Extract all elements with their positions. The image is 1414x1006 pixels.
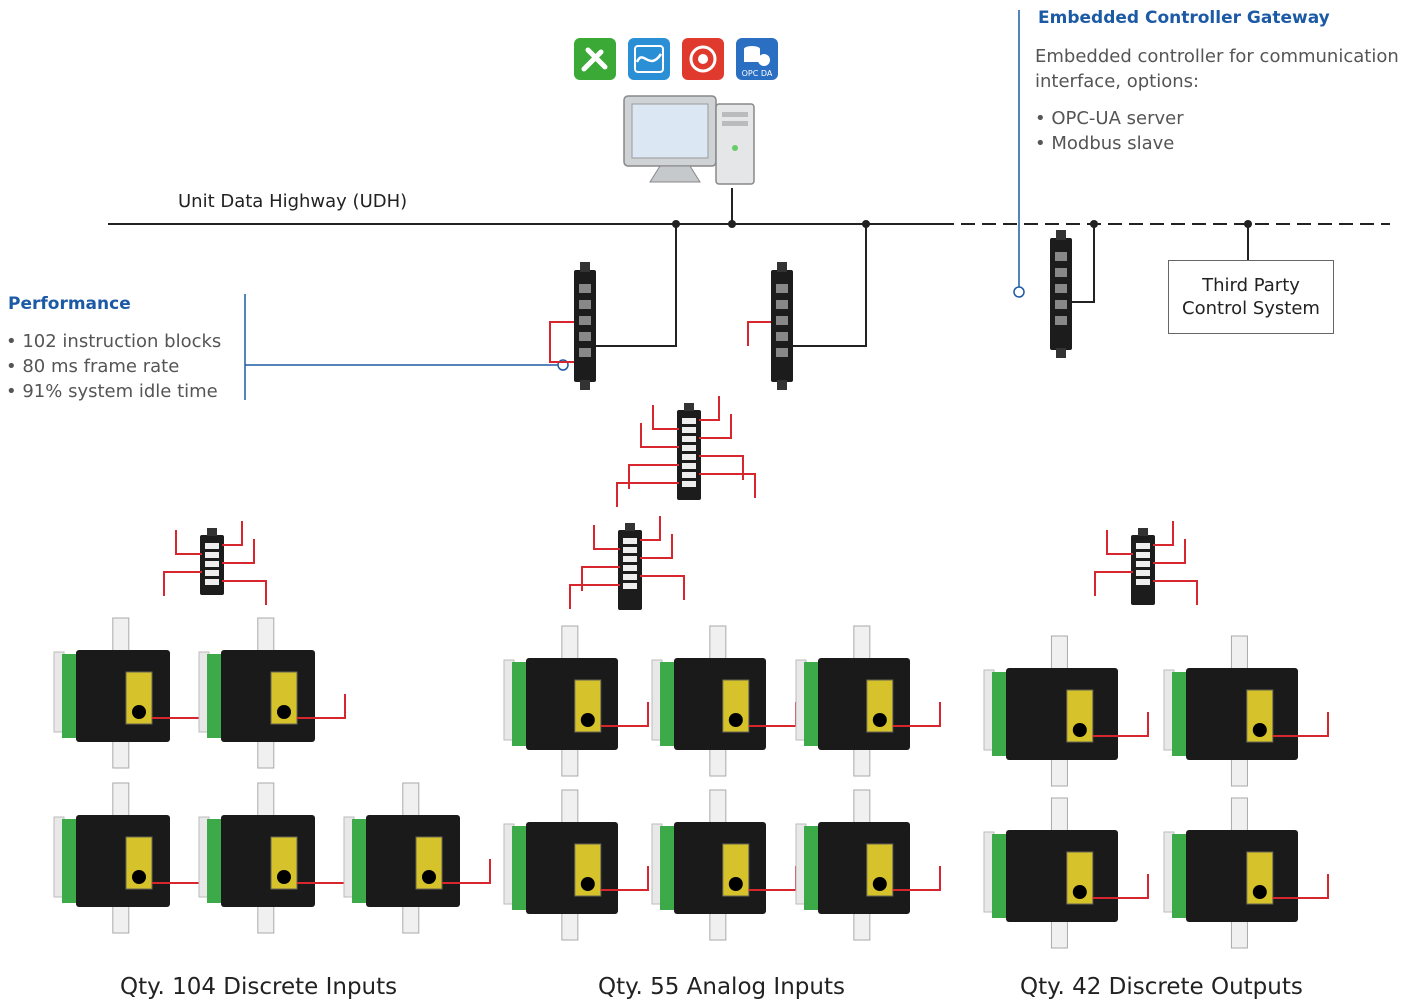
udh-drops	[596, 188, 1249, 347]
analog-input-module	[503, 625, 649, 777]
discrete-output-module	[983, 635, 1149, 787]
discrete-input-module	[53, 617, 201, 769]
gateway-options: OPC-UA server Modbus slave	[1035, 106, 1184, 156]
third-party-line1: Third Party	[1202, 275, 1300, 296]
group-caption-analog-inputs: Qty. 55 Analog Inputs	[598, 974, 845, 1000]
udh-junction-dots	[672, 220, 1252, 228]
udh-label: Unit Data Highway (UDH)	[178, 191, 408, 212]
callout-lines	[244, 10, 1025, 400]
gateway-option: Modbus slave	[1035, 131, 1184, 156]
discrete-output-module	[1163, 635, 1329, 787]
opc-da-database-icon: OPC DA	[736, 38, 778, 80]
udh-switch-right	[771, 262, 793, 390]
analog-input-module	[651, 625, 797, 777]
io-switch-analog-inputs	[569, 516, 685, 610]
opc-da-label: OPC DA	[742, 69, 773, 78]
core-switch	[616, 396, 756, 507]
performance-item: 80 ms frame rate	[6, 354, 221, 379]
io-switch-discrete-inputs	[163, 521, 267, 605]
gateway-description: Embedded controller for communication in…	[1035, 46, 1399, 92]
alarm-icon	[682, 38, 724, 80]
discrete-input-module	[343, 782, 491, 934]
io-switch-discrete-outputs	[1094, 521, 1198, 605]
analog-input-module	[651, 789, 797, 941]
group-caption-discrete-inputs: Qty. 104 Discrete Inputs	[120, 974, 398, 1000]
gateway-option: OPC-UA server	[1035, 106, 1183, 131]
discrete-input-module	[53, 782, 201, 934]
hmi-computer	[623, 95, 755, 185]
discrete-input-module	[198, 617, 346, 769]
discrete-input-module	[198, 782, 346, 934]
discrete-output-module	[1163, 797, 1329, 949]
udh-switch-left	[574, 262, 596, 390]
analog-input-module	[795, 625, 941, 777]
performance-item: 91% system idle time	[6, 379, 221, 404]
gateway-controller	[1050, 230, 1072, 358]
performance-list: 102 instruction blocks 80 ms frame rate …	[6, 329, 221, 404]
third-party-line2: Control System	[1182, 298, 1320, 319]
discrete-output-module	[983, 797, 1149, 949]
analog-input-module	[503, 789, 649, 941]
performance-item: 102 instruction blocks	[6, 329, 221, 354]
third-party-control-system: Third Party Control System	[1168, 260, 1334, 334]
trend-icon	[628, 38, 670, 80]
tools-icon	[574, 38, 616, 80]
analog-input-module	[795, 789, 941, 941]
group-caption-discrete-outputs: Qty. 42 Discrete Outputs	[1020, 974, 1303, 1000]
performance-title: Performance	[8, 294, 131, 314]
gateway-title: Embedded Controller Gateway	[1038, 8, 1330, 28]
